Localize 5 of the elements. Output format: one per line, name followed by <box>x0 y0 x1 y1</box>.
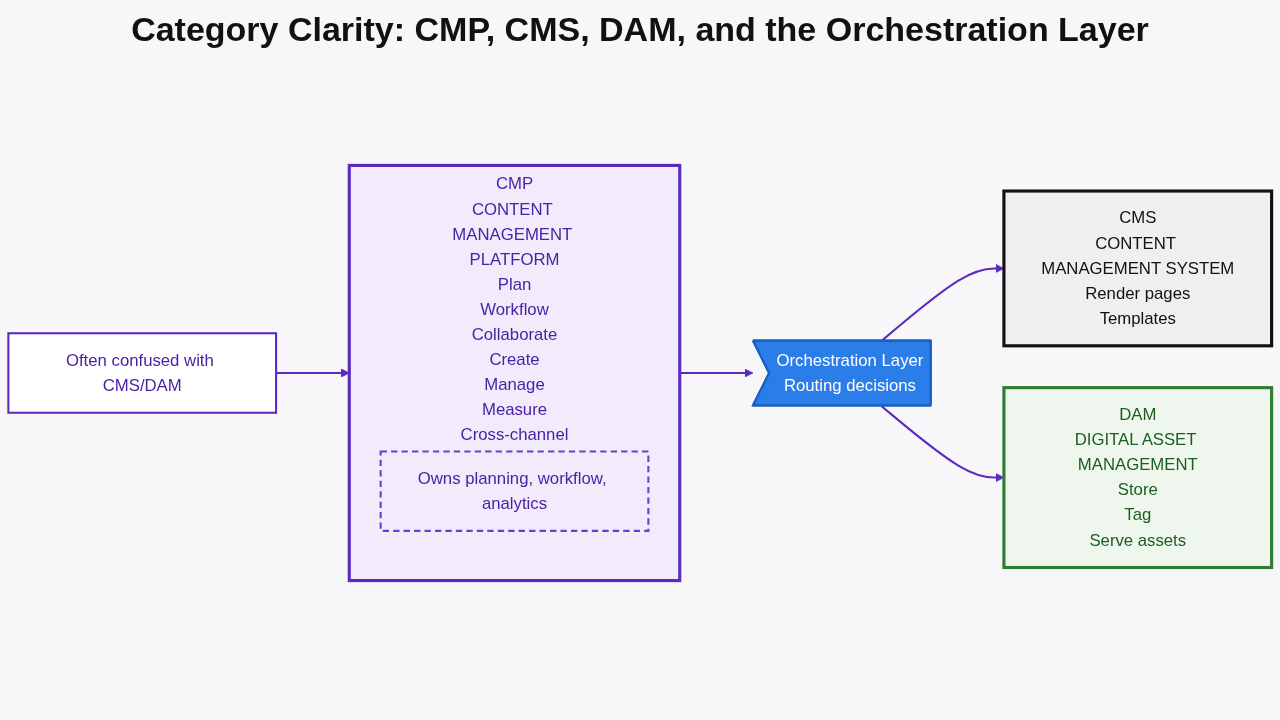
node-box: Often confused with CMS/DAM <box>7 332 278 414</box>
node-box: Owns planning, workflow, analytics <box>379 450 650 532</box>
diagram-title: Category Clarity: CMP, CMS, DAM, and the Orchestration Layer <box>130 10 1150 49</box>
node-box: DAM DIGITAL ASSET MANAGEMENT Store Tag Serve assets <box>1002 386 1274 570</box>
node-box: CMS CONTENT MANAGEMENT SYSTEM Render pages Templates <box>1002 189 1274 348</box>
